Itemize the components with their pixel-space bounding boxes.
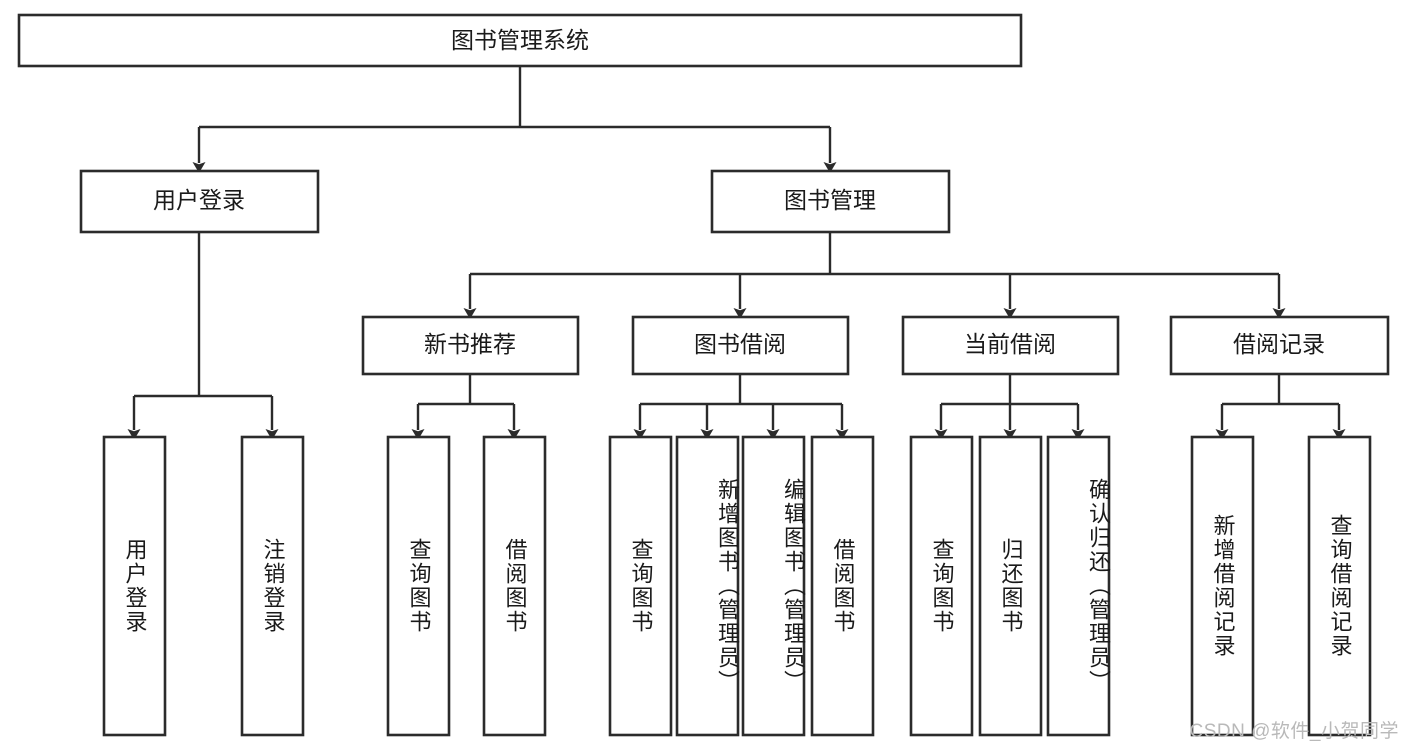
- node-user-login-box[interactable]: [79, 169, 320, 234]
- node-book-borrow[interactable]: 图书借阅: [631, 315, 850, 376]
- node-book-manage-label: 图书管理: [784, 187, 876, 213]
- leaf-box-edit-book[interactable]: [741, 435, 806, 737]
- leaf-box-borrow-books-2[interactable]: [810, 435, 875, 737]
- node-new-book-recommend-label: 新书推荐: [424, 331, 516, 357]
- node-current-borrow[interactable]: 当前借阅: [901, 315, 1120, 376]
- node-book-borrow-label: 图书借阅: [694, 331, 786, 357]
- leaf-box-borrow-books-1[interactable]: [482, 435, 547, 737]
- node-borrow-records-label: 借阅记录: [1233, 331, 1325, 357]
- connectors-group: [127, 66, 1346, 440]
- leaf-box-add-book[interactable]: [675, 435, 740, 737]
- leaf-box-query-books-1[interactable]: [386, 435, 451, 737]
- leaf-box-add-record[interactable]: [1190, 435, 1255, 737]
- leaf-box-query-books-3[interactable]: [909, 435, 974, 737]
- leaf-box-return-books[interactable]: [978, 435, 1043, 737]
- node-new-book-recommend-box[interactable]: [361, 315, 580, 376]
- node-book-manage-box[interactable]: [710, 169, 951, 234]
- leaf-boxes-group: [102, 435, 1372, 737]
- leaf-box-query-books-2[interactable]: [608, 435, 673, 737]
- node-current-borrow-label: 当前借阅: [964, 331, 1056, 357]
- node-current-borrow-box[interactable]: [901, 315, 1120, 376]
- node-borrow-records[interactable]: 借阅记录: [1169, 315, 1390, 376]
- leaf-box-logout[interactable]: [240, 435, 305, 737]
- node-root-label: 图书管理系统: [451, 27, 589, 53]
- node-root-box[interactable]: [17, 13, 1023, 68]
- leaf-box-query-record[interactable]: [1307, 435, 1372, 737]
- node-root[interactable]: 图书管理系统: [17, 13, 1023, 68]
- node-new-book-recommend[interactable]: 新书推荐: [361, 315, 580, 376]
- node-book-manage[interactable]: 图书管理: [710, 169, 951, 234]
- node-user-login[interactable]: 用户登录: [79, 169, 320, 234]
- leaf-box-user-login[interactable]: [102, 435, 167, 737]
- node-book-borrow-box[interactable]: [631, 315, 850, 376]
- watermark-text: CSDN @软件_小贺同学: [1189, 721, 1399, 742]
- node-user-login-label: 用户登录: [153, 187, 245, 213]
- leaf-box-confirm-return[interactable]: [1046, 435, 1111, 737]
- node-borrow-records-box[interactable]: [1169, 315, 1390, 376]
